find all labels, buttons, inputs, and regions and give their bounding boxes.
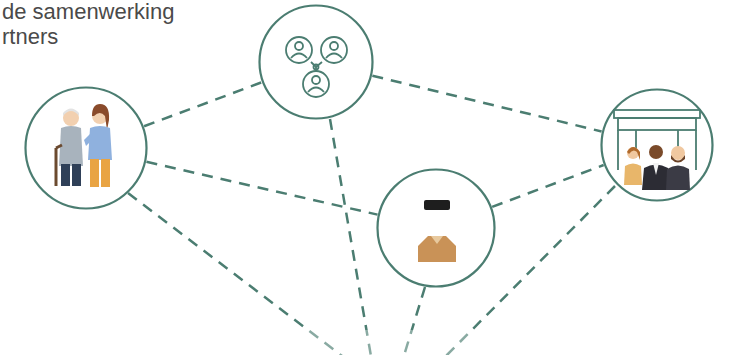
circle-shape — [260, 6, 373, 119]
converging-lines — [128, 119, 615, 355]
icon-circle — [376, 168, 496, 288]
fade-band — [0, 330, 733, 355]
circle-outline — [258, 4, 374, 120]
icon-circle — [24, 86, 148, 210]
dashed-line — [330, 119, 372, 355]
dashed-connector — [146, 162, 377, 215]
circle-outline — [376, 168, 496, 288]
dashed-connector — [492, 165, 603, 207]
dashed-connector — [372, 76, 601, 132]
icon-circle — [258, 4, 374, 120]
circle-outline — [600, 88, 714, 202]
diagram-title: de samenwerking rtners — [2, 0, 192, 49]
circle-shape — [602, 90, 713, 201]
circle-shape — [26, 88, 147, 209]
dashed-connector — [144, 82, 262, 126]
icon-circle — [600, 88, 714, 202]
circle-shape — [378, 170, 495, 287]
circle-outline — [24, 86, 148, 210]
